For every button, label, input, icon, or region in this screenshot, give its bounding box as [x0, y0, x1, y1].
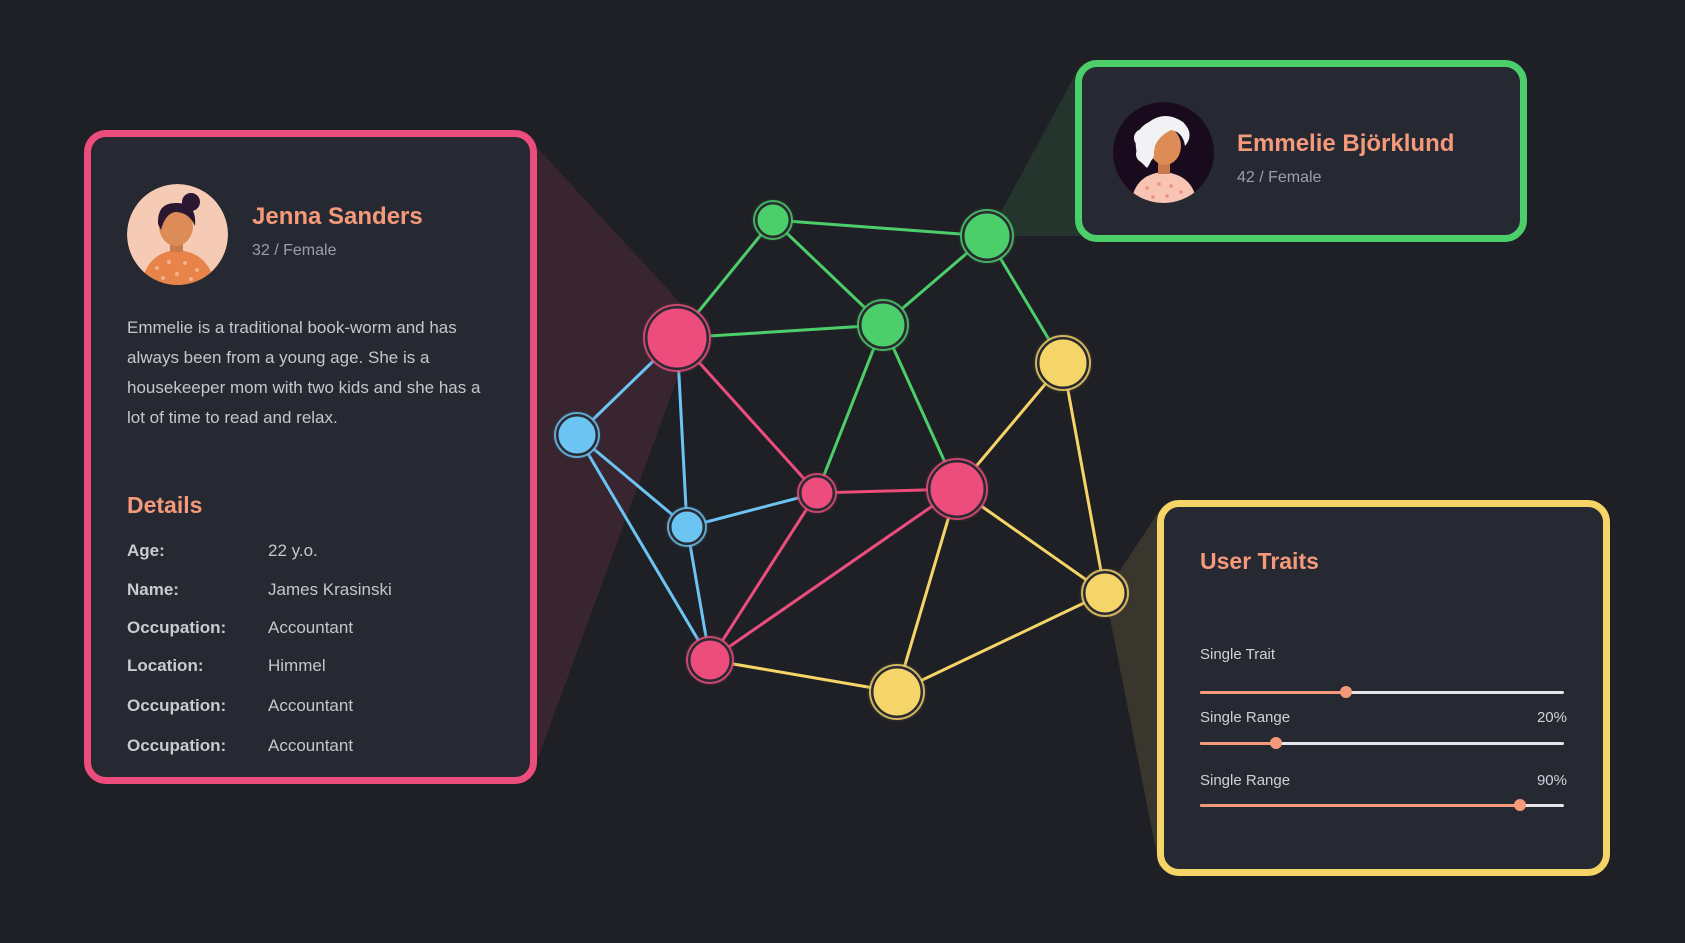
graph-edge [896, 591, 1106, 694]
graph-node-pink[interactable] [687, 637, 733, 683]
detail-label: Name: [127, 580, 179, 599]
graph-edge [575, 434, 712, 661]
detail-row: Age: 22 y.o. [127, 541, 507, 565]
graph-node-ring [1081, 569, 1129, 617]
detail-label: Occupation: [127, 696, 227, 715]
pink-callout-beam [530, 140, 698, 780]
graph-edge [895, 488, 959, 693]
profile-bio: Emmelie is a traditional book-worm and h… [127, 318, 481, 427]
detail-row: Name: James Krasinski [127, 580, 507, 604]
graph-node-yellow[interactable] [1082, 570, 1128, 616]
jenna-avatar [127, 184, 228, 285]
user-card: Emmelie Björklund 42 / Female [1075, 60, 1527, 242]
detail-value: Himmel [268, 656, 326, 675]
detail-row: Occupation: Accountant [127, 736, 507, 760]
graph-node-green[interactable] [858, 300, 908, 350]
user-name: Emmelie Björklund [1237, 130, 1455, 157]
detail-value: Accountant [268, 696, 354, 715]
slider-label: Single Range [1200, 772, 1291, 789]
graph-node-ring [554, 412, 600, 458]
profile-meta: 32 / Female [252, 242, 337, 259]
slider-thumb[interactable] [1339, 686, 1352, 698]
graph-node-pink[interactable] [644, 305, 710, 371]
profile-card: Jenna Sanders 32 / Female Emmelie is a t… [84, 130, 537, 784]
graph-node-ring [643, 304, 711, 372]
green-callout-beam [988, 66, 1080, 236]
detail-label: Location: [127, 656, 204, 675]
detail-label: Occupation: [127, 736, 227, 755]
graph-node-blue[interactable] [555, 413, 599, 457]
detail-row: Occupation: Accountant [127, 696, 507, 720]
graph-edge [576, 433, 688, 529]
detail-row: Occupation: Accountant [127, 618, 507, 642]
slider-fill [1200, 691, 1346, 694]
graph-edge [709, 658, 898, 694]
graph-node-pink[interactable] [798, 474, 836, 512]
traits-title: User Traits [1200, 548, 1319, 574]
slider-value: 90% [1536, 772, 1567, 789]
profile-name: Jenna Sanders [252, 203, 423, 230]
graph-node-ring [667, 507, 707, 547]
detail-value: Accountant [268, 736, 354, 755]
graph-edge [675, 336, 819, 495]
graph-node-ring [857, 299, 909, 351]
graph-edge [676, 323, 884, 340]
graph-node-blue[interactable] [668, 508, 706, 546]
graph-edge [708, 492, 819, 661]
yellow-callout-beam [1105, 510, 1160, 870]
graph-node-ring [1035, 335, 1091, 391]
emmelie-avatar [1113, 102, 1214, 203]
single-trait-slider[interactable] [1200, 686, 1564, 698]
graph-node-ring [753, 200, 793, 240]
graph-edge [815, 324, 885, 494]
graph-node-ring [960, 209, 1014, 263]
graph-edge [686, 491, 818, 529]
graph-node-yellow[interactable] [870, 665, 924, 719]
slider-value: 20% [1536, 709, 1567, 726]
graph-node-ring [797, 473, 837, 513]
graph-edge [1061, 362, 1107, 594]
detail-value: 22 y.o. [268, 541, 318, 560]
graph-node-green[interactable] [961, 210, 1013, 262]
detail-label: Age: [127, 541, 165, 560]
graph-node-yellow[interactable] [1036, 336, 1090, 390]
slider-thumb[interactable] [1270, 737, 1283, 749]
traits-card: User Traits Single Trait Single Range 20… [1157, 500, 1610, 876]
graph-node-ring [686, 636, 734, 684]
detail-row: Location: Himmel [127, 656, 507, 680]
detail-label: Occupation: [127, 618, 227, 637]
slider-thumb[interactable] [1514, 799, 1527, 811]
slider-fill [1200, 804, 1521, 807]
slider-label: Single Trait [1200, 646, 1276, 663]
single-range-slider[interactable] [1200, 737, 1564, 749]
graph-node-ring [869, 664, 925, 720]
detail-value: Accountant [268, 618, 354, 637]
single-range-slider[interactable] [1200, 799, 1564, 811]
slider-fill [1200, 742, 1277, 745]
graph-node-pink[interactable] [927, 459, 987, 519]
graph-node-ring [926, 458, 988, 520]
graph-edge [709, 487, 958, 662]
graph-edge [772, 218, 988, 238]
user-meta: 42 / Female [1237, 169, 1322, 186]
graph-node-green[interactable] [754, 201, 792, 239]
detail-value: James Krasinski [268, 580, 392, 599]
details-heading: Details [127, 492, 203, 518]
slider-label: Single Range [1200, 709, 1291, 726]
